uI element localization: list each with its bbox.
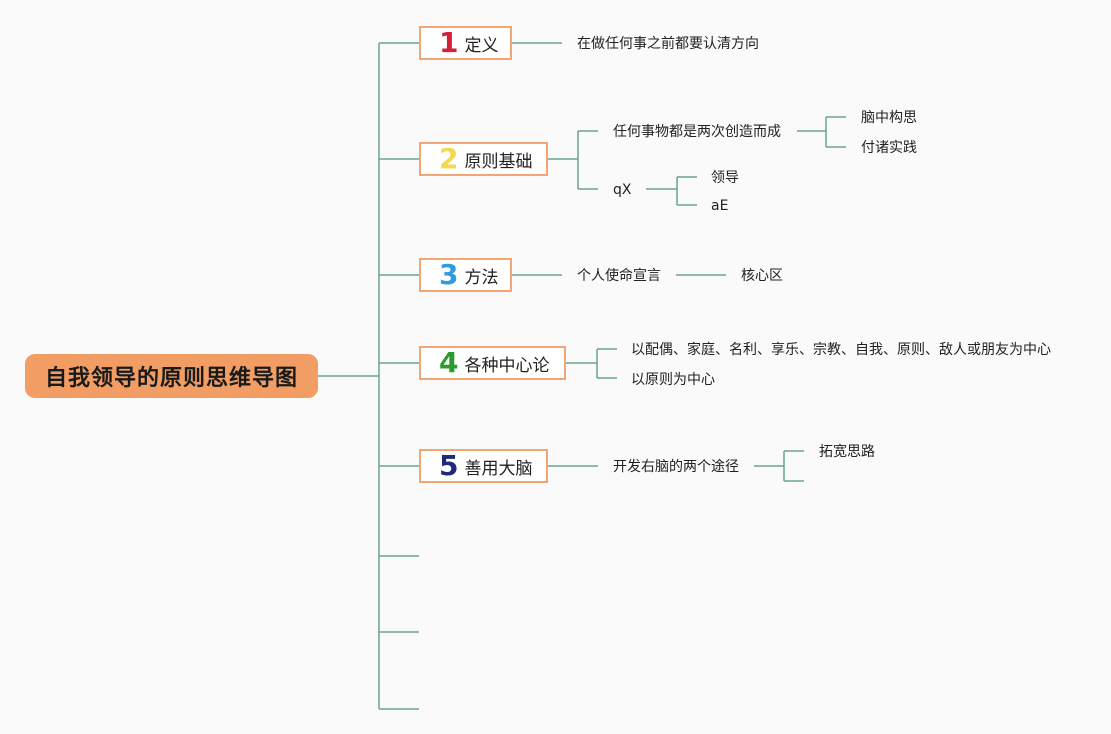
node-core-zone[interactable]: 核心区	[738, 265, 786, 287]
branch-definition[interactable]: 1 定义	[419, 26, 512, 60]
node-qx[interactable]: qX	[610, 179, 635, 201]
number-4-icon: 4	[439, 346, 459, 379]
number-2-icon: 2	[439, 142, 459, 175]
node-mental-creation[interactable]: 脑中构思	[858, 107, 920, 129]
node-leadership[interactable]: 领导	[708, 167, 742, 189]
node-definition-direction[interactable]: 在做任何事之前都要认清方向	[574, 33, 762, 55]
branch-use-brain[interactable]: 5 善用大脑	[419, 449, 548, 483]
branch-label: 原则基础	[464, 151, 533, 172]
number-3-icon: 3	[439, 258, 459, 291]
number-1-icon: 1	[439, 26, 459, 59]
root-topic[interactable]: 自我领导的原则思维导图	[25, 354, 318, 398]
branch-method[interactable]: 3 方法	[419, 258, 512, 292]
branch-label: 各种中心论	[464, 355, 550, 376]
branch-centers[interactable]: 4 各种中心论	[419, 346, 566, 380]
branch-label: 善用大脑	[464, 458, 533, 479]
node-physical-creation[interactable]: 付诸实践	[858, 137, 920, 159]
number-5-icon: 5	[439, 449, 459, 482]
node-broaden-thinking[interactable]: 拓宽思路	[816, 441, 878, 463]
node-right-brain-ways[interactable]: 开发右脑的两个途径	[610, 456, 742, 478]
node-principle-center[interactable]: 以原则为中心	[628, 369, 718, 391]
node-empty[interactable]	[816, 471, 822, 475]
node-mission-statement[interactable]: 个人使命宣言	[574, 265, 664, 287]
node-various-centers[interactable]: 以配偶、家庭、名利、享乐、宗教、自我、原则、敌人或朋友为中心	[628, 339, 1054, 361]
node-two-creations[interactable]: 任何事物都是两次创造而成	[610, 121, 784, 143]
branch-label: 定义	[464, 35, 499, 56]
node-ae[interactable]: aE	[708, 195, 732, 217]
branch-label: 方法	[464, 267, 499, 288]
branch-principle-basis[interactable]: 2 原则基础	[419, 142, 548, 176]
